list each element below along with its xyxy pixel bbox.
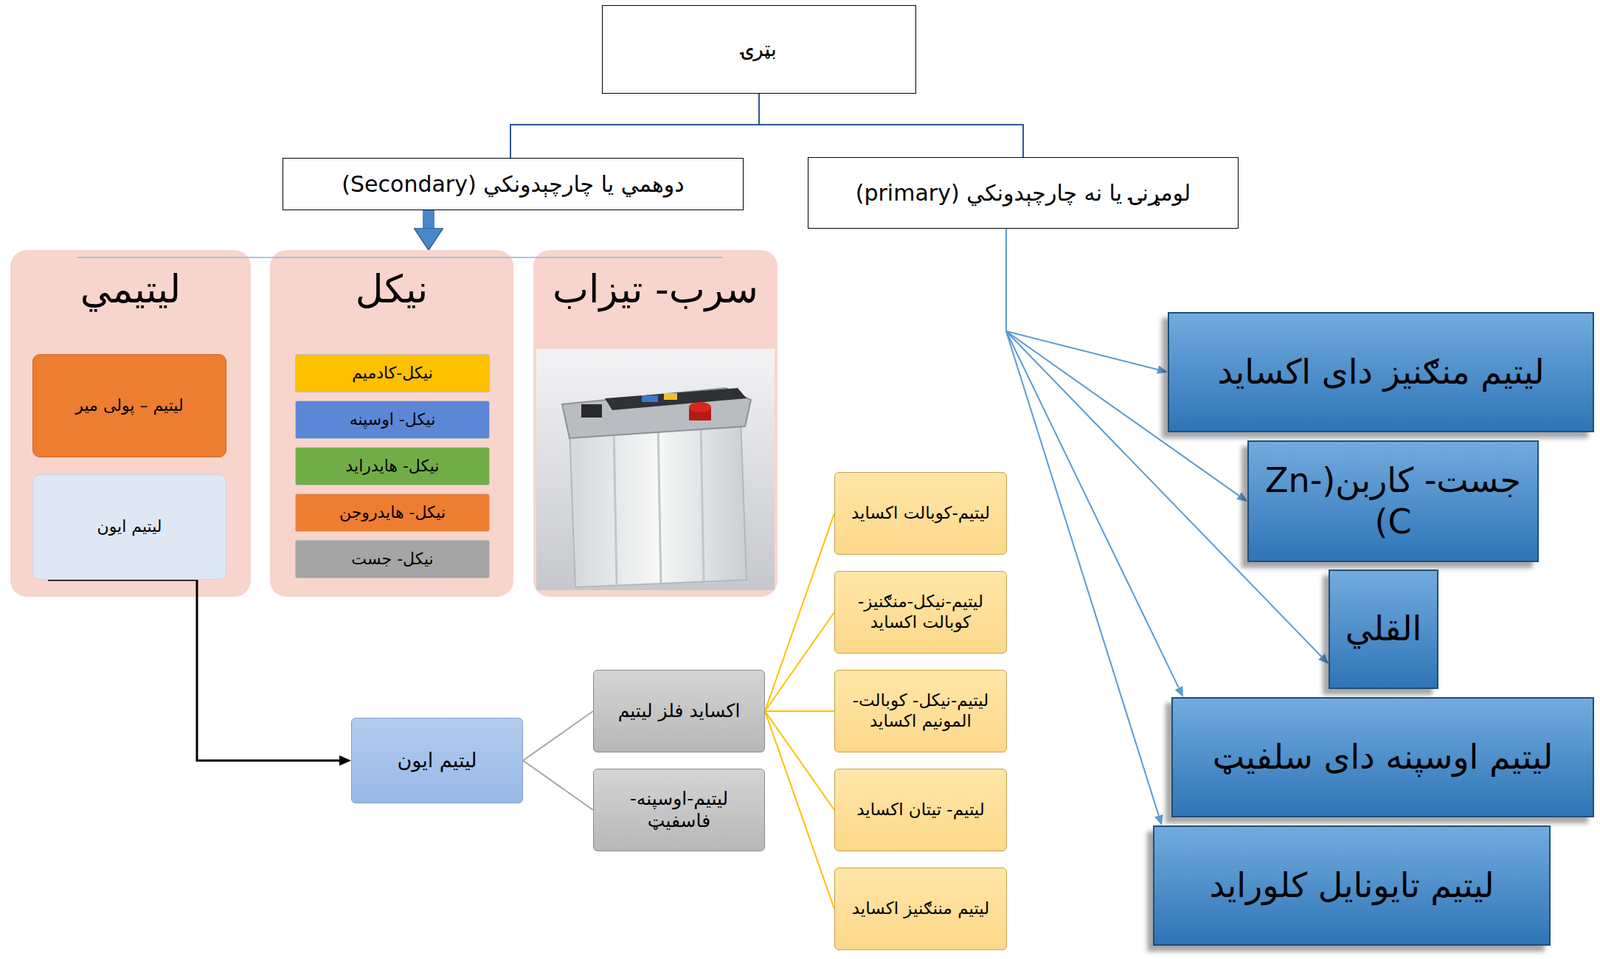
chemistry-box: لیتیم-اوسپنه- فاسفیټ <box>593 768 765 852</box>
box-label: نیکل- اوسپنه <box>303 410 482 430</box>
group-panel: لیتیمي لیتیم – پولی میر لیتیم ایون <box>10 250 251 597</box>
box-label: لیتیم-نیکل-منګنیز- کوبالت اکساید <box>842 591 999 633</box>
type-box: لیتیم ایون <box>32 474 227 580</box>
box-label: لیتیم- تیتان اکساید <box>842 799 999 821</box>
connector <box>47 579 340 761</box>
connector <box>1006 228 1158 370</box>
box-label: دوهمي يا چارچېدونکي (Secondary) <box>290 171 736 198</box>
box-label: لیتیم-اوسپنه- فاسفیټ <box>601 787 757 833</box>
panel-background <box>533 250 778 597</box>
chemistry-box: لیتیم- تیتان اکساید <box>834 768 1007 852</box>
chemistry-box: لیتیم-کوبالت اکساید <box>834 472 1007 555</box>
connector <box>764 711 835 909</box>
primary-type-box: جست- کاربن(Zn-C) <box>1247 440 1539 563</box>
connector <box>764 612 835 712</box>
chemistry-box: لیتیم-نیکل- کوبالت- المونیم اکساید <box>834 669 1007 753</box>
box-label: نیکل- هایدراید <box>303 456 482 476</box>
battery-photo <box>536 348 775 591</box>
connector <box>1006 228 1159 816</box>
connector <box>523 760 594 810</box>
box-label: لیتیم ایون <box>359 748 515 773</box>
panel-background <box>10 250 251 597</box>
case-rib <box>657 424 661 583</box>
chemistry-box: لیتیم-نیکل-منګنیز- کوبالت اکساید <box>834 570 1007 654</box>
type-box: نیکل- هایدروجن <box>295 493 490 532</box>
box-label: لیتیم ایون <box>40 517 219 537</box>
panel-heading: سرب- تیزاب <box>539 266 772 313</box>
primary-type-box: القلي <box>1328 569 1439 689</box>
chemistry-box: لیتیم مننګنیز اکساید <box>834 867 1007 951</box>
box-label: بټرۍ <box>610 36 909 62</box>
box-label: لیتیم منګنیز دای اکساید <box>1176 351 1586 393</box>
battery-case <box>569 417 747 588</box>
box-label: لیتیم اوسپنه دای سلفیټ <box>1180 736 1586 778</box>
box-label: لیتیم – پولی میر <box>40 396 219 416</box>
group-panel: سرب- تیزاب <box>533 250 778 597</box>
category-box: دوهمي يا چارچېدونکي (Secondary) <box>282 157 744 211</box>
lid-sticker <box>663 393 678 400</box>
type-box: لیتیم – پولی میر <box>32 354 227 458</box>
box-label: لیتیم-نیکل- کوبالت- المونیم اکساید <box>842 690 999 732</box>
group-panel: نیکل نیکل-کادمیم نیکل- اوسپنه نیکل- هایدرای… <box>269 250 514 597</box>
box-label: لیتیم تایونایل کلوراید <box>1161 865 1542 906</box>
connectors <box>47 93 1322 909</box>
root-box: بټرۍ <box>601 5 917 94</box>
connector <box>759 93 1024 158</box>
box-label: نیکل- جست <box>303 549 482 569</box>
box-label: لیتیم-کوبالت اکساید <box>842 503 999 524</box>
type-box: نیکل- هایدراید <box>295 447 490 486</box>
box-label: لیتیم مننګنیز اکساید <box>842 898 999 920</box>
connector <box>422 210 435 228</box>
connector <box>764 710 835 712</box>
panel-heading: نیکل <box>275 266 508 313</box>
divider-line <box>76 256 723 259</box>
positive-terminal <box>688 402 712 413</box>
box-label: جست- کاربن(Zn-C) <box>1256 460 1530 542</box>
box-label: نیکل-کادمیم <box>303 363 482 383</box>
box-label: نیکل- هایدروجن <box>303 503 482 523</box>
box-label: لومړنۍ يا نه چارچېدونکي (primary) <box>815 179 1231 207</box>
type-box: نیکل- جست <box>295 539 490 579</box>
panel-background <box>269 250 514 597</box>
connector <box>764 513 835 712</box>
type-box: نیکل- اوسپنه <box>295 400 490 439</box>
chemistry-box: اکساید فلز لیتیم <box>593 669 765 753</box>
lid-top <box>604 388 747 411</box>
primary-type-box: لیتیم منګنیز دای اکساید <box>1167 312 1595 433</box>
type-box: نیکل-کادمیم <box>295 354 490 393</box>
category-box: لومړنۍ يا نه چارچېدونکي (primary) <box>807 157 1239 229</box>
chemistry-box: لیتیم ایون <box>351 717 524 804</box>
case-rib <box>700 421 704 582</box>
connector <box>1006 228 1179 688</box>
photo-ground <box>536 348 775 591</box>
connector <box>510 93 760 158</box>
box-label: اکساید فلز لیتیم <box>601 700 757 723</box>
case-rib <box>613 427 617 585</box>
lid-sticker <box>641 395 658 403</box>
negative-terminal <box>581 404 602 418</box>
primary-type-box: لیتیم اوسپنه دای سلفیټ <box>1171 697 1595 818</box>
connector <box>523 711 594 761</box>
panel-heading: لیتیمي <box>16 266 245 313</box>
primary-type-box: لیتیم تایونایل کلوراید <box>1152 825 1551 946</box>
connector <box>764 711 835 810</box>
battery-lid <box>562 388 751 439</box>
box-label: القلي <box>1337 608 1430 650</box>
